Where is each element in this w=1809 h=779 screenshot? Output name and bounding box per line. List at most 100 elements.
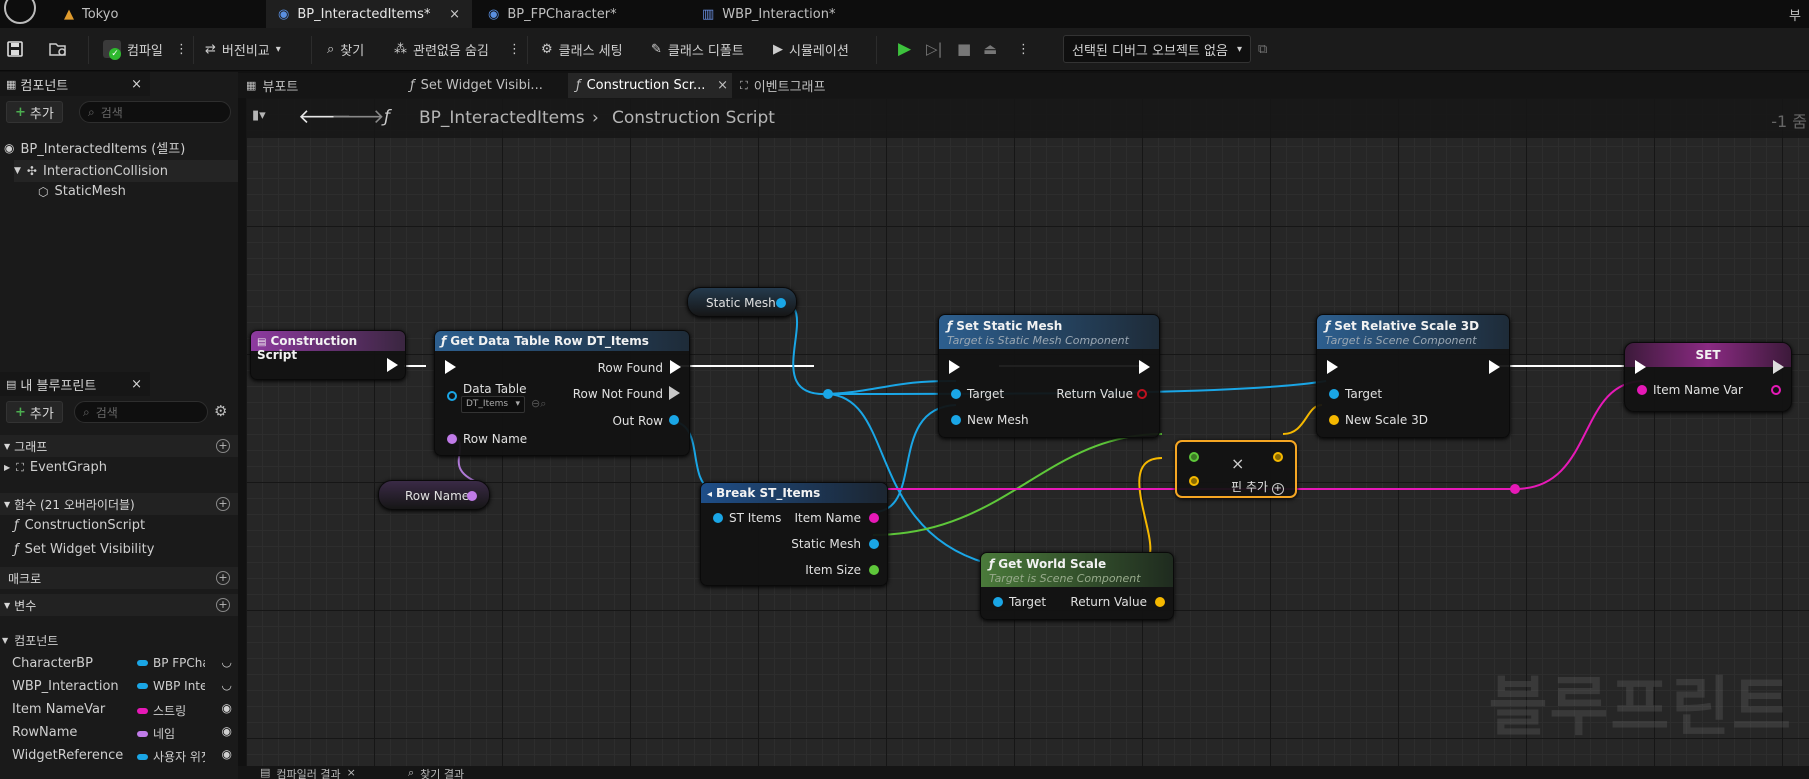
new-mesh-pin[interactable] — [951, 415, 961, 425]
component-item-static-mesh[interactable]: ⬡ StaticMesh — [38, 184, 126, 199]
add-component-button[interactable]: + 추가 — [6, 101, 63, 123]
multiply-in-a-pin[interactable] — [1189, 452, 1199, 462]
data-table-pin[interactable] — [447, 391, 457, 401]
exec-out-pin[interactable] — [1773, 360, 1784, 374]
breadcrumb-graph[interactable]: Construction Script — [612, 108, 775, 128]
blueprint-graph-canvas[interactable]: ▮▾ 🡐 🡒 ƒ BP_InteractedItems › Constructi… — [246, 98, 1809, 766]
add-member-button[interactable]: + 추가 — [6, 401, 63, 423]
components-search-input[interactable]: ⌕ 검색 — [79, 101, 231, 123]
data-table-dropdown[interactable]: DT_Items▾ — [461, 396, 525, 413]
close-tab-icon[interactable]: × — [346, 766, 356, 779]
close-panel-icon[interactable]: × — [131, 76, 142, 92]
static-mesh-out-pin[interactable] — [869, 539, 879, 549]
row-name-var-out-pin[interactable] — [467, 491, 477, 501]
item-name-var-in-pin[interactable] — [1637, 385, 1647, 395]
set-variable-node[interactable]: SET Item Name Var — [1624, 342, 1792, 412]
browse-button[interactable] — [48, 36, 72, 62]
find-options-icon[interactable]: ⋮ — [508, 41, 521, 57]
debug-filter-icon[interactable]: ⧉ — [1258, 41, 1268, 57]
variables-section[interactable]: ▼변수 + — [0, 594, 238, 616]
component-item-interaction-collision[interactable]: ▼ ✣ InteractionCollision — [14, 160, 238, 182]
debug-object-dropdown[interactable]: 선택된 디버그 오브젝트 없음 ▾ — [1063, 35, 1251, 63]
add-macro-icon[interactable]: + — [216, 571, 230, 585]
exec-out-pin[interactable] — [1489, 360, 1500, 374]
tab-construction-script[interactable]: ƒ Construction Scr... × — [568, 73, 732, 98]
variables-components-category[interactable]: ▼ 컴포넌트 — [2, 634, 59, 648]
functions-section[interactable]: ▼함수 (21 오버라이더블) + — [0, 493, 238, 515]
forward-arrow-icon[interactable]: 🡒 — [331, 104, 385, 128]
break-st-items-node[interactable]: ◂Break ST_Items ST Items Item Name Stati… — [700, 482, 888, 586]
out-row-pin[interactable] — [669, 415, 679, 425]
tab-find-results[interactable]: ⌕ 찾기 결과 — [408, 766, 465, 779]
item-name-out-pin[interactable] — [869, 513, 879, 523]
graphs-section[interactable]: ▼그래프 + — [0, 435, 238, 457]
expand-arrow-icon[interactable]: ▼ — [14, 166, 21, 176]
tab-bp-interacted-items[interactable]: ◉ BP_InteractedItems* × — [266, 0, 472, 28]
row-found-exec-pin[interactable] — [670, 360, 681, 374]
target-pin[interactable] — [951, 389, 961, 399]
eject-button[interactable]: ⏏ — [983, 40, 998, 58]
exec-in-pin[interactable] — [445, 360, 456, 374]
tab-event-graph[interactable]: ⛶ 이벤트그래프 — [740, 78, 826, 96]
scale-target-pin[interactable] — [1329, 389, 1339, 399]
tab-viewport[interactable]: ▦ 뷰포트 — [246, 79, 299, 95]
static-mesh-var-out-pin[interactable] — [776, 298, 786, 308]
visibility-eye-icon[interactable]: ◡ — [221, 678, 232, 692]
multiply-in-b-pin[interactable] — [1189, 476, 1199, 486]
play-button[interactable]: ▶ — [898, 39, 912, 59]
add-pin-button[interactable]: 핀 추가 + — [1231, 480, 1284, 495]
construction-script-node[interactable]: ▤Construction Script — [250, 330, 406, 380]
add-function-icon[interactable]: + — [216, 497, 230, 511]
browse-asset-icon[interactable]: ⊖⌕ — [531, 397, 547, 410]
row-name-pin[interactable] — [447, 434, 457, 444]
tab-wbp-interaction[interactable]: ▥ WBP_Interaction* — [702, 6, 836, 22]
find-button[interactable]: ⌕ 찾기 — [327, 41, 365, 59]
bookmark-icon[interactable]: ▮▾ — [252, 108, 266, 123]
tab-tokyo[interactable]: ▲ Tokyo — [64, 6, 119, 22]
add-variable-icon[interactable]: + — [216, 598, 230, 612]
tab-compiler-results[interactable]: ▤ 컴파일러 결과 × — [260, 766, 356, 779]
compile-button[interactable]: ✓ 컴파일 — [103, 36, 163, 62]
diff-button[interactable]: ⇄ 버전비교 ▾ — [205, 41, 281, 59]
tab-overflow[interactable]: 부 — [1789, 8, 1801, 24]
function-item-construction-script[interactable]: ƒ ConstructionScript — [14, 518, 146, 533]
exec-in-pin[interactable] — [949, 360, 960, 374]
close-tab-icon[interactable]: × — [449, 6, 460, 22]
simulation-button[interactable]: ▶ 시뮬레이션 — [773, 41, 849, 59]
compile-options-icon[interactable]: ⋮ — [175, 41, 188, 57]
macros-section[interactable]: 매크로 + — [0, 567, 238, 589]
graph-item-eventgraph[interactable]: ▶ ⛶ EventGraph — [4, 460, 107, 475]
close-tab-icon[interactable]: × — [717, 78, 728, 93]
visibility-eye-icon[interactable]: ◉ — [221, 747, 232, 761]
visibility-eye-icon[interactable]: ◡ — [221, 655, 232, 669]
breadcrumb-blueprint[interactable]: BP_InteractedItems — [419, 108, 585, 128]
visibility-eye-icon[interactable]: ◉ — [221, 701, 232, 715]
visibility-eye-icon[interactable]: ◉ — [221, 724, 232, 738]
close-panel-icon[interactable]: × — [131, 376, 142, 392]
component-item-self[interactable]: ◉ BP_InteractedItems (셀프) — [4, 140, 186, 158]
save-button[interactable] — [6, 36, 26, 62]
tab-bp-fp-character[interactable]: ◉ BP_FPCharacter* — [488, 6, 617, 22]
exec-out-pin[interactable] — [1139, 360, 1150, 374]
multiply-node[interactable]: × 핀 추가 + — [1175, 440, 1297, 498]
unreal-logo-icon[interactable] — [4, 0, 36, 24]
step-button[interactable]: ▷| — [926, 40, 943, 58]
class-settings-button[interactable]: ⚙ 클래스 세팅 — [541, 41, 623, 59]
hide-unrelated-button[interactable]: ⁂ 관련없음 숨김 — [394, 41, 489, 59]
back-arrow-icon[interactable]: 🡐 — [298, 104, 352, 128]
function-item-set-widget-visibility[interactable]: ƒ Set Widget Visibility — [14, 542, 155, 557]
settings-gear-icon[interactable]: ⚙ — [214, 402, 228, 420]
return-value-pin[interactable] — [1137, 389, 1147, 399]
exec-in-pin[interactable] — [1635, 360, 1646, 374]
static-mesh-variable-node[interactable]: Static Mesh — [687, 287, 797, 317]
item-size-out-pin[interactable] — [869, 565, 879, 575]
tab-set-widget-visibility[interactable]: ƒ Set Widget Visibi... — [410, 78, 543, 93]
